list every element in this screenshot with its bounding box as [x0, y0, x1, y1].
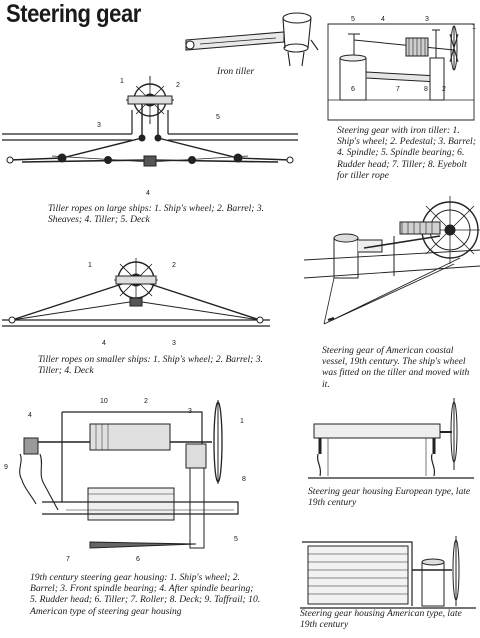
label-2: 2	[144, 398, 148, 405]
smaller-ships-caption: Tiller ropes on smaller ships: 1. Ship's…	[38, 354, 263, 377]
label-5: 5	[351, 16, 355, 23]
iron-tiller-illustration	[180, 10, 320, 70]
iron-tiller-gear-illustration	[326, 18, 476, 123]
label-3: 3	[97, 122, 101, 129]
label-2: 2	[176, 82, 180, 89]
label-9: 9	[4, 464, 8, 471]
american-coastal-caption: Steering gear of American coastal vessel…	[322, 345, 470, 390]
american-coastal-illustration	[304, 196, 480, 344]
label-3: 3	[188, 408, 192, 415]
label-1: 1	[88, 262, 92, 269]
housing-european-caption: Steering gear housing European type, lat…	[308, 486, 471, 509]
label-10: 10	[100, 398, 108, 405]
smaller-ships-illustration	[2, 258, 272, 348]
housing-american-illustration	[300, 530, 476, 612]
label-1: 1	[120, 78, 124, 85]
label-7: 7	[396, 86, 400, 93]
label-1: 1	[240, 418, 244, 425]
label-6: 6	[136, 556, 140, 563]
label-3: 3	[425, 16, 429, 23]
label-6: 6	[351, 86, 355, 93]
label-5: 5	[234, 536, 238, 543]
label-8: 8	[242, 476, 246, 483]
label-4: 4	[102, 340, 106, 347]
page-title: Steering gear	[6, 0, 141, 28]
iron-tiller-gear-caption: Steering gear with iron tiller: 1. Ship'…	[337, 125, 476, 181]
housing-european-illustration	[308, 394, 474, 480]
iron-tiller-caption: Iron tiller	[217, 66, 255, 77]
large-ships-illustration	[2, 80, 300, 200]
label-1: 1	[472, 24, 476, 31]
label-8: 8	[424, 86, 428, 93]
large-ships-caption: Tiller ropes on large ships: 1. Ship's w…	[48, 203, 265, 226]
label-7: 7	[66, 556, 70, 563]
housing-american-caption: Steering gear housing American type, lat…	[300, 608, 462, 631]
label-4: 4	[146, 190, 150, 197]
label-3: 3	[172, 340, 176, 347]
label-2: 2	[442, 86, 446, 93]
housing-19th-illustration	[6, 398, 258, 570]
label-4: 4	[28, 412, 32, 419]
label-2: 2	[172, 262, 176, 269]
housing-19th-caption: 19th century steering gear housing: 1. S…	[30, 572, 261, 617]
label-4: 4	[381, 16, 385, 23]
label-5: 5	[216, 114, 220, 121]
